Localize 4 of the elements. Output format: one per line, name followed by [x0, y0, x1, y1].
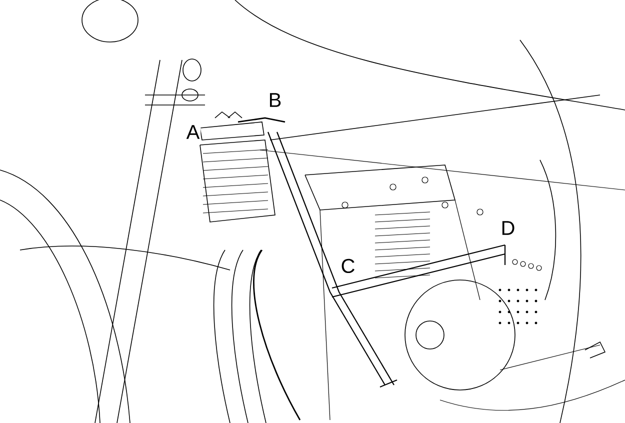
part-letter: A: [185, 124, 201, 140]
part-letter: C: [340, 258, 356, 274]
part-letter: D: [500, 220, 516, 236]
part-letter: B: [267, 92, 283, 108]
